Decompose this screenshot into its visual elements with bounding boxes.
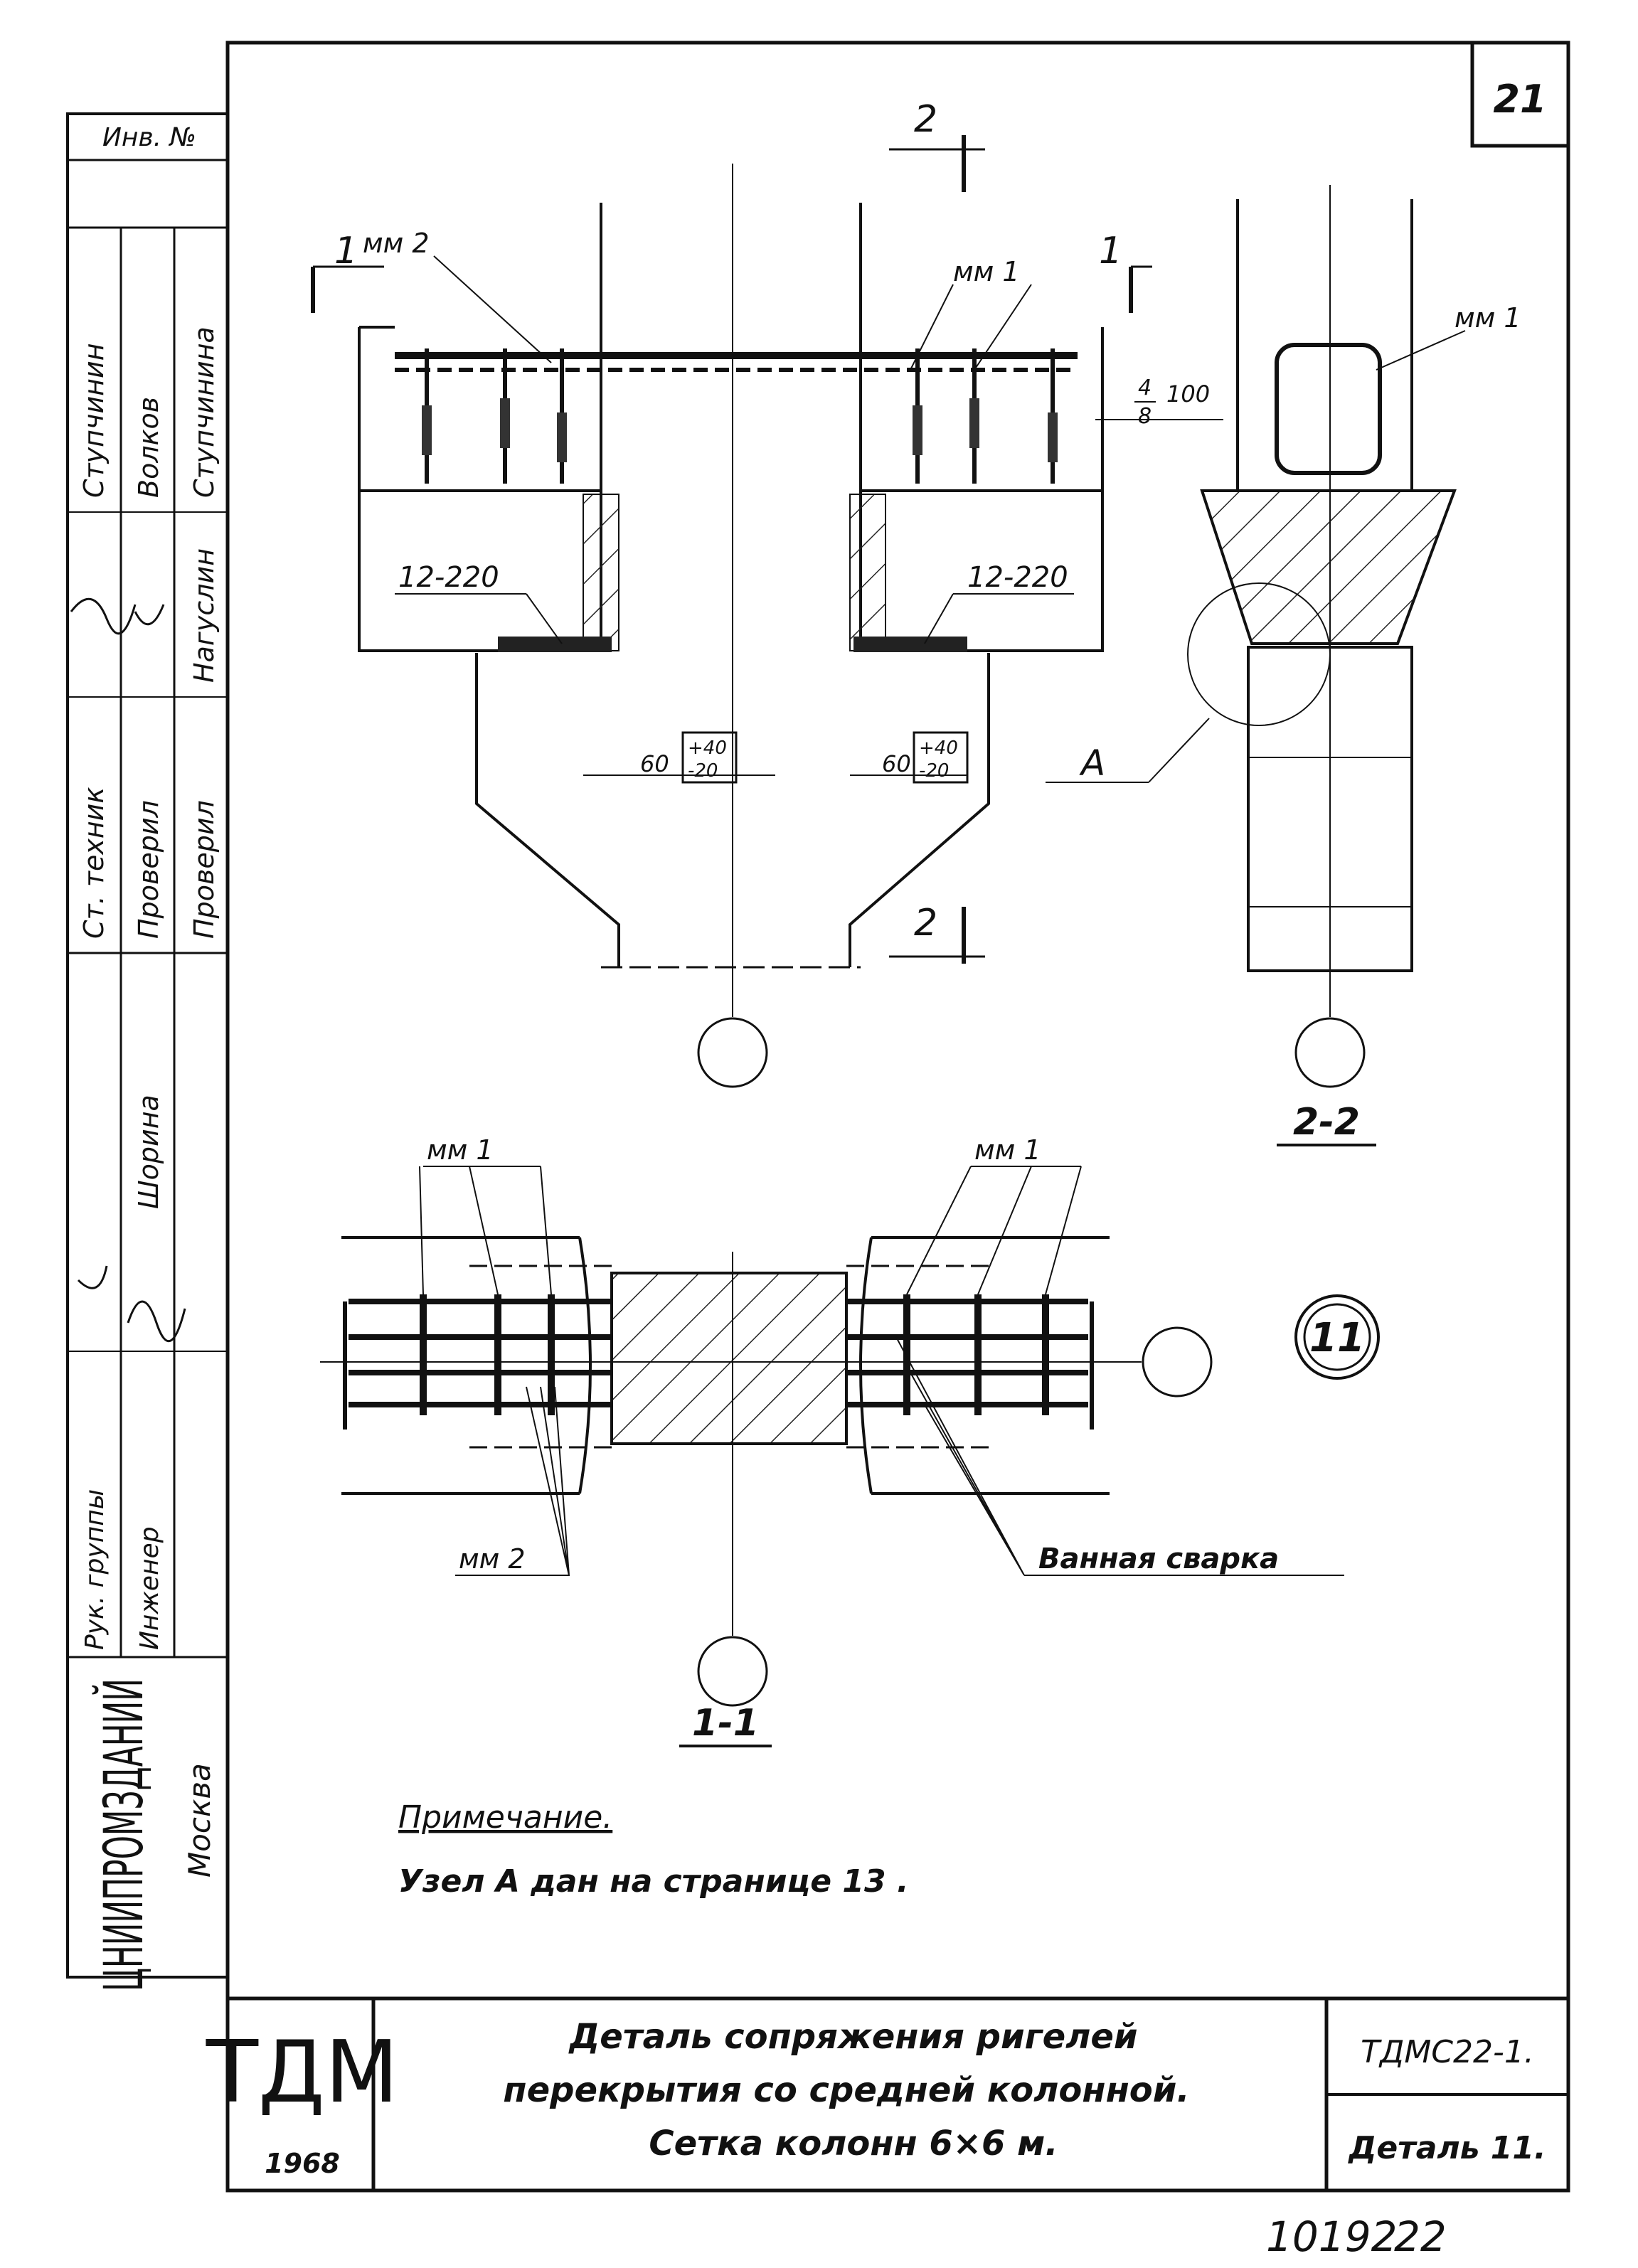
stamp-name-4: Шорина [133,1095,164,1209]
stamp-role-group: Рук. группы [80,1489,110,1650]
tol-minus-left: -20 [688,760,718,782]
title-line2: перекрытия со средней колонной. [503,2070,1189,2110]
tol-plus-right: +40 [919,738,958,759]
section-2-mark-top: 2 [914,98,937,141]
stamp-name-tech: Ступчинин [78,343,110,498]
bar-frac-num: 4 [1138,376,1152,400]
detail-label: Деталь 11. [1347,2130,1546,2166]
bar-spacing: 100 [1166,380,1210,408]
s11-caption: 1-1 [692,1702,759,1745]
s11-weld-label: Ванная сварка [1038,1543,1279,1575]
stamp-inv: Инв. № [102,123,196,152]
title-line1: Деталь сопряжения ригелей [568,2017,1137,2057]
stamp-role-check-2: Проверил [188,800,220,939]
stamp-name-check-1: Волков [133,397,164,498]
signature-mark [70,597,165,635]
s22-caption: 2-2 [1293,1101,1360,1144]
label-mm2: мм 2 [363,228,430,259]
stamp-city: Москва [182,1763,217,1878]
s22-node: А [1079,742,1105,784]
archive-page: 22 [1394,2213,1447,2261]
section-1-mark-right: 1 [1099,230,1122,272]
stamp-role-check-1: Проверил [133,800,164,939]
bar-frac-den: 8 [1138,404,1152,429]
note-heading: Примечание. [398,1799,612,1836]
title-logo: ТДМ [206,2023,399,2122]
plate-right: 12-220 [967,561,1068,594]
stamp-name-5: Нагуслин [188,548,220,683]
stamp-name-check-2: Ступчинина [188,326,220,498]
elevation-view [311,135,1223,1088]
s22-label-mm1: мм 1 [1454,302,1521,334]
detail-marker: 11 [1309,1315,1365,1361]
title-line3: Сетка колонн 6×6 м. [649,2124,1058,2163]
section-2-mark-bottom: 2 [914,902,937,944]
archive-number: 10192 [1266,2213,1398,2261]
stamp-role-engineer: Инженер [135,1526,164,1650]
plate-left: 12-220 [398,561,499,594]
side-stamp [66,112,229,1979]
section-2-2 [1046,185,1466,1146]
stamp-org: ЦНИИПРОМЗДАНИЙ [91,1678,155,1991]
s11-label-mm2: мм 2 [459,1543,526,1575]
drawing-code: ТДМС22-1. [1361,2034,1534,2070]
dim-60-left: 60 [640,750,669,777]
title-year: 1968 [265,2148,340,2179]
section-1-mark-left: 1 [334,230,358,272]
note-text: Узел А дан на странице 13 . [398,1863,909,1900]
section-1-1 [320,1166,1380,1747]
page-number: 21 [1493,77,1546,122]
s11-label-mm1-right: мм 1 [974,1134,1041,1166]
stamp-role-tech: Ст. техник [78,787,110,939]
signature-mark [77,1265,186,1343]
dim-60-right: 60 [882,750,911,777]
s11-label-mm1-left: мм 1 [427,1134,494,1166]
label-mm1: мм 1 [953,256,1020,287]
tol-minus-right: -20 [919,760,949,782]
tol-plus-left: +40 [688,738,727,759]
